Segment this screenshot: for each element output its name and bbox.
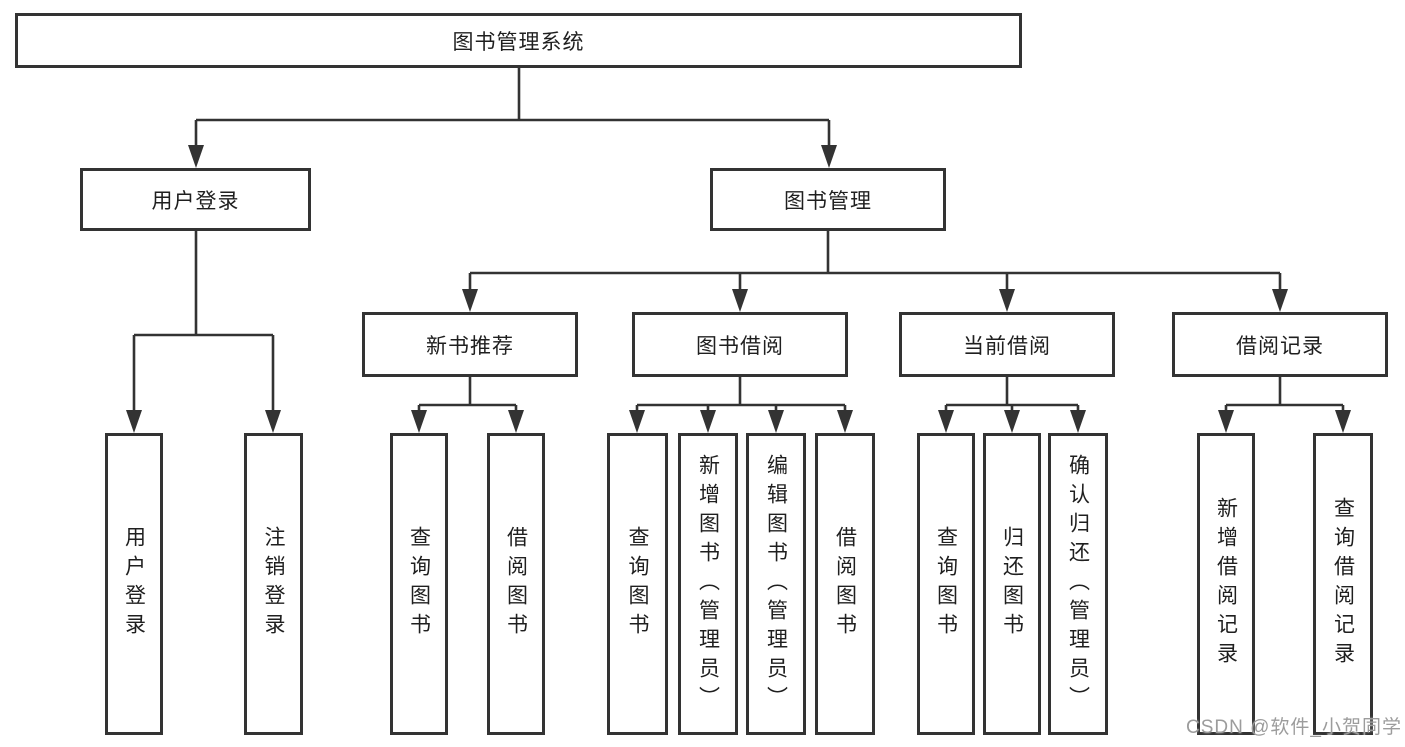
connector-book-management-children <box>462 231 1288 312</box>
node-borrow-records: 借阅记录 <box>1172 312 1388 377</box>
leaf-current-return-books: 归还图书 <box>983 433 1041 735</box>
leaf-borrow-borrow-books: 借阅图书 <box>815 433 875 735</box>
leaf-borrow-edit-books-admin: 编辑图书（管理员） <box>746 433 806 735</box>
node-user-login: 用户登录 <box>80 168 311 231</box>
node-root: 图书管理系统 <box>15 13 1022 68</box>
watermark-text: CSDN @软件_小贺同学 <box>1186 717 1402 738</box>
connector-book-borrow-children <box>629 377 853 433</box>
connector-user-login-children <box>126 231 281 433</box>
node-new-book-recommend: 新书推荐 <box>362 312 578 377</box>
leaf-borrow-add-books-admin: 新增图书（管理员） <box>678 433 738 735</box>
connector-new-book-children <box>411 377 524 433</box>
node-current-borrow: 当前借阅 <box>899 312 1115 377</box>
connector-root-to-level2 <box>188 68 837 168</box>
leaf-newrec-borrow-books: 借阅图书 <box>487 433 545 735</box>
leaf-newrec-query-books: 查询图书 <box>390 433 448 735</box>
leaf-records-query-record: 查询借阅记录 <box>1313 433 1373 735</box>
leaf-borrow-query-books: 查询图书 <box>607 433 668 735</box>
leaf-records-add-record: 新增借阅记录 <box>1197 433 1255 735</box>
connector-current-borrow-children <box>938 377 1086 433</box>
connector-borrow-records-children <box>1218 377 1351 433</box>
node-book-management: 图书管理 <box>710 168 946 231</box>
leaf-logout: 注销登录 <box>244 433 303 735</box>
leaf-current-query-books: 查询图书 <box>917 433 975 735</box>
node-book-borrow: 图书借阅 <box>632 312 848 377</box>
leaf-user-login: 用户登录 <box>105 433 163 735</box>
leaf-current-confirm-return-admin: 确认归还（管理员） <box>1048 433 1108 735</box>
